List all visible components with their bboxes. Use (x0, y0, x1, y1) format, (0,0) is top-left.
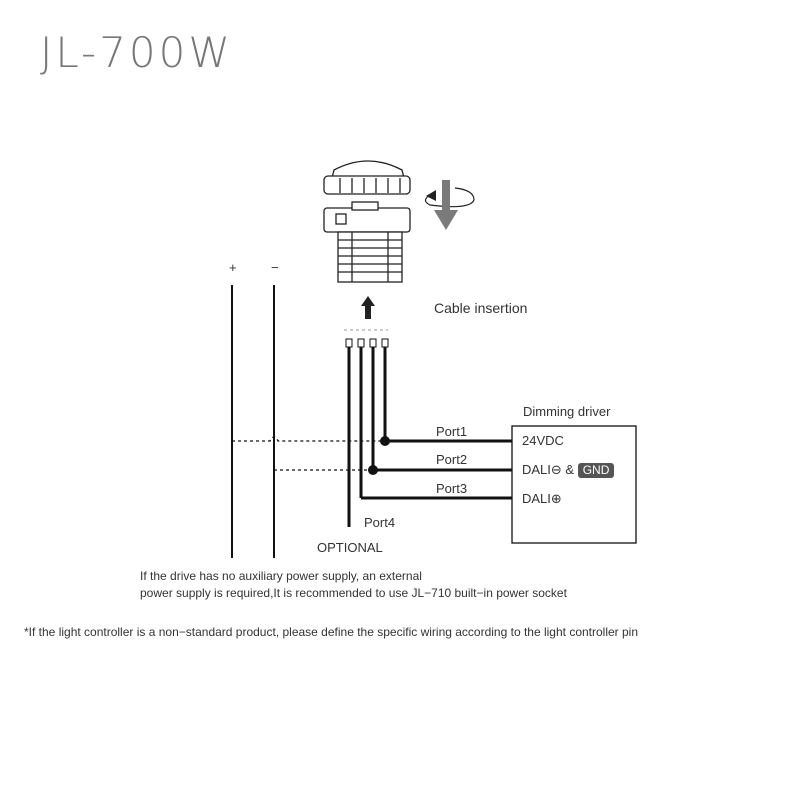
sensor-body (323, 201, 411, 283)
sensor-cap (323, 160, 411, 195)
note-line-2: power supply is required,It is recommend… (140, 586, 567, 600)
dimming-driver-label: Dimming driver (523, 404, 611, 419)
footnote: *If the light controller is a non−standa… (24, 625, 639, 639)
terminal-dali-plus: DALI⊕ (522, 491, 562, 506)
insertion-arrow-icon (361, 296, 375, 319)
page-title: JL-700W (40, 28, 233, 77)
optional-label: OPTIONAL (317, 540, 383, 555)
terminal-24vdc: 24VDC (522, 433, 564, 448)
rotate-arrow-icon (424, 180, 475, 230)
cable-insertion-label: Cable insertion (434, 300, 528, 316)
gnd-badge: GND (577, 463, 615, 478)
wire-tips (345, 338, 389, 348)
plus-label: + (229, 260, 237, 275)
external-supply-lines (232, 436, 385, 471)
port1-label: Port1 (436, 424, 468, 439)
port4-label: Port4 (364, 515, 396, 530)
minus-label: − (271, 260, 279, 275)
terminal-dali-minus-text: DALI⊖ & (522, 462, 575, 477)
port2-label: Port2 (436, 452, 468, 467)
note-line-1: If the drive has no auxiliary power supp… (140, 569, 422, 583)
port3-label: Port3 (436, 481, 468, 496)
cable-wires (347, 345, 512, 527)
terminal-dali-minus: DALI⊖ & GND (522, 462, 615, 478)
dimming-driver-box (511, 425, 637, 544)
